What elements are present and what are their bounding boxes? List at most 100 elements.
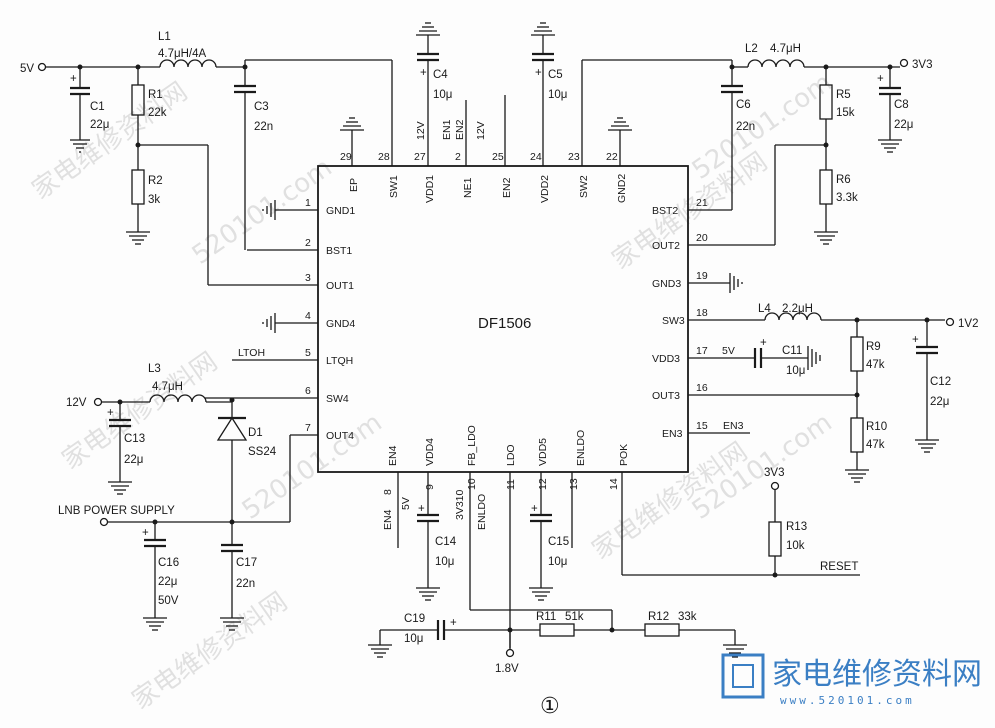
left-pins: 1 2 3 4 5 6 7 GND1 BST1 OUT1 GND4 LTQH S… — [205, 197, 355, 442]
pin-number: 19 — [696, 270, 708, 282]
pin-number: 22 — [606, 151, 618, 163]
c13-ref: C13 — [124, 433, 145, 445]
pin-name: FB_LDO — [466, 425, 478, 466]
vdd3-5v-label: 5V — [722, 345, 735, 357]
r9-value: 47k — [866, 359, 885, 371]
c16-polarity: + — [142, 527, 149, 539]
pin-name: VDD1 — [424, 175, 436, 203]
r5-ref: R5 — [836, 89, 851, 101]
enldo-label: ENLDO — [476, 494, 488, 530]
3v3-terminal[interactable] — [899, 58, 909, 68]
pok-3v3-label: 3V3 — [764, 467, 784, 479]
pin-number: 29 — [340, 151, 352, 163]
c4-polarity: + — [420, 67, 427, 79]
r5-value: 15k — [836, 107, 855, 119]
pin-number: 15 — [696, 420, 708, 432]
l4-ref: L4 — [758, 303, 771, 315]
brand-url: www.520101.com — [780, 694, 915, 707]
d1-ref: D1 — [248, 427, 263, 439]
pin-name: EN4 — [387, 445, 399, 466]
pin-number: 16 — [696, 382, 708, 394]
c15-ref: C15 — [548, 536, 569, 548]
c3-value: 22n — [254, 121, 273, 133]
pin-number: 7 — [305, 422, 311, 434]
pin-number: 13 — [568, 478, 580, 490]
12v-terminal[interactable] — [93, 397, 103, 407]
l2-ref: L2 — [745, 43, 758, 55]
pin-number: 11 — [505, 479, 517, 490]
pin-number: 6 — [305, 385, 311, 397]
c5-value: 10μ — [548, 89, 567, 101]
r12-ref: R12 — [648, 611, 669, 623]
c16-value: 22μ — [158, 576, 177, 588]
en3-label: EN3 — [723, 420, 744, 432]
c11-polarity: + — [760, 337, 767, 349]
lnb-terminal[interactable] — [99, 517, 109, 527]
l1-value: 4.7μH/4A — [158, 48, 207, 60]
c4-ref: C4 — [433, 69, 448, 81]
c8-polarity: + — [877, 73, 884, 85]
pin-number: 9 — [424, 484, 436, 490]
c13-polarity: + — [107, 407, 114, 419]
pin-number: 20 — [696, 232, 708, 244]
pok-3v3-terminal[interactable] — [770, 481, 780, 491]
r10-value: 47k — [866, 439, 885, 451]
pin-number: 27 — [414, 151, 426, 163]
lnb-label: LNB POWER SUPPLY — [58, 505, 175, 517]
pin-name: EP — [348, 178, 360, 192]
5v-terminal[interactable] — [37, 62, 47, 72]
pin-number: 10 — [466, 478, 478, 490]
c5-polarity: + — [535, 67, 542, 79]
1v2-terminal[interactable] — [945, 317, 955, 327]
pin-number: 12 — [537, 478, 549, 490]
c17-value: 22n — [236, 578, 255, 590]
pin-name: GND1 — [326, 205, 355, 217]
pin-number: 23 — [568, 151, 580, 163]
c12-ref: C12 — [930, 376, 951, 388]
pin-number: 25 — [492, 151, 504, 163]
c12-polarity: + — [912, 334, 919, 346]
c14-polarity: + — [418, 503, 425, 515]
en2-12v-label: 12V — [475, 121, 487, 140]
pin-name: GND2 — [616, 174, 628, 203]
c16-rating: 50V — [158, 595, 179, 607]
pin-name: GND4 — [326, 318, 355, 330]
d1-value: SS24 — [248, 446, 277, 458]
c15-polarity: + — [531, 503, 538, 515]
pin-number: 5 — [305, 347, 311, 359]
watermark-url: 520101.com — [237, 408, 388, 526]
r1-ref: R1 — [148, 89, 163, 101]
c1-polarity: + — [70, 73, 77, 85]
right-pins: 21 20 19 18 17 16 15 BST2 OUT2 GND3 SW3 … — [652, 197, 857, 440]
pin-number: 8 — [382, 489, 394, 495]
r10-ref: R10 — [866, 421, 887, 433]
l4-value: 2.2μH — [782, 303, 813, 315]
figure-number: ① — [540, 693, 560, 718]
brand-name: 家电维修资料网 — [772, 657, 982, 692]
c14-value: 10μ — [435, 556, 454, 568]
c19-ref: C19 — [404, 613, 425, 625]
r6-value: 3.3k — [836, 192, 858, 204]
pin-name: NE1 — [462, 177, 474, 198]
ltoh-label: LTOH — [238, 347, 265, 359]
c15-value: 10μ — [548, 556, 567, 568]
r12-value: 33k — [678, 611, 697, 623]
r2-ref: R2 — [148, 175, 163, 187]
reset-section: 3V3 R13 10k RESET — [622, 467, 860, 578]
pin-name: EN2 — [501, 177, 513, 198]
c17-ref: C17 — [236, 557, 257, 569]
pin-number: 28 — [378, 151, 390, 163]
pin-name: VDD3 — [652, 353, 680, 365]
3v3-label: 3V3 — [912, 59, 932, 71]
c1-value: 22μ — [90, 119, 109, 131]
watermark-cn: 家电维修资料网 — [127, 587, 293, 716]
pin-number: 21 — [696, 197, 708, 209]
pin-name: SW1 — [388, 175, 400, 198]
pin-name: SW3 — [662, 315, 685, 327]
brand-logo: 家电维修资料网 www.520101.com — [721, 653, 982, 707]
r11-value: 51k — [565, 611, 584, 623]
pin-name: OUT2 — [652, 240, 680, 252]
pin-number: 2 — [455, 151, 461, 163]
1v8-terminal[interactable] — [505, 648, 515, 658]
